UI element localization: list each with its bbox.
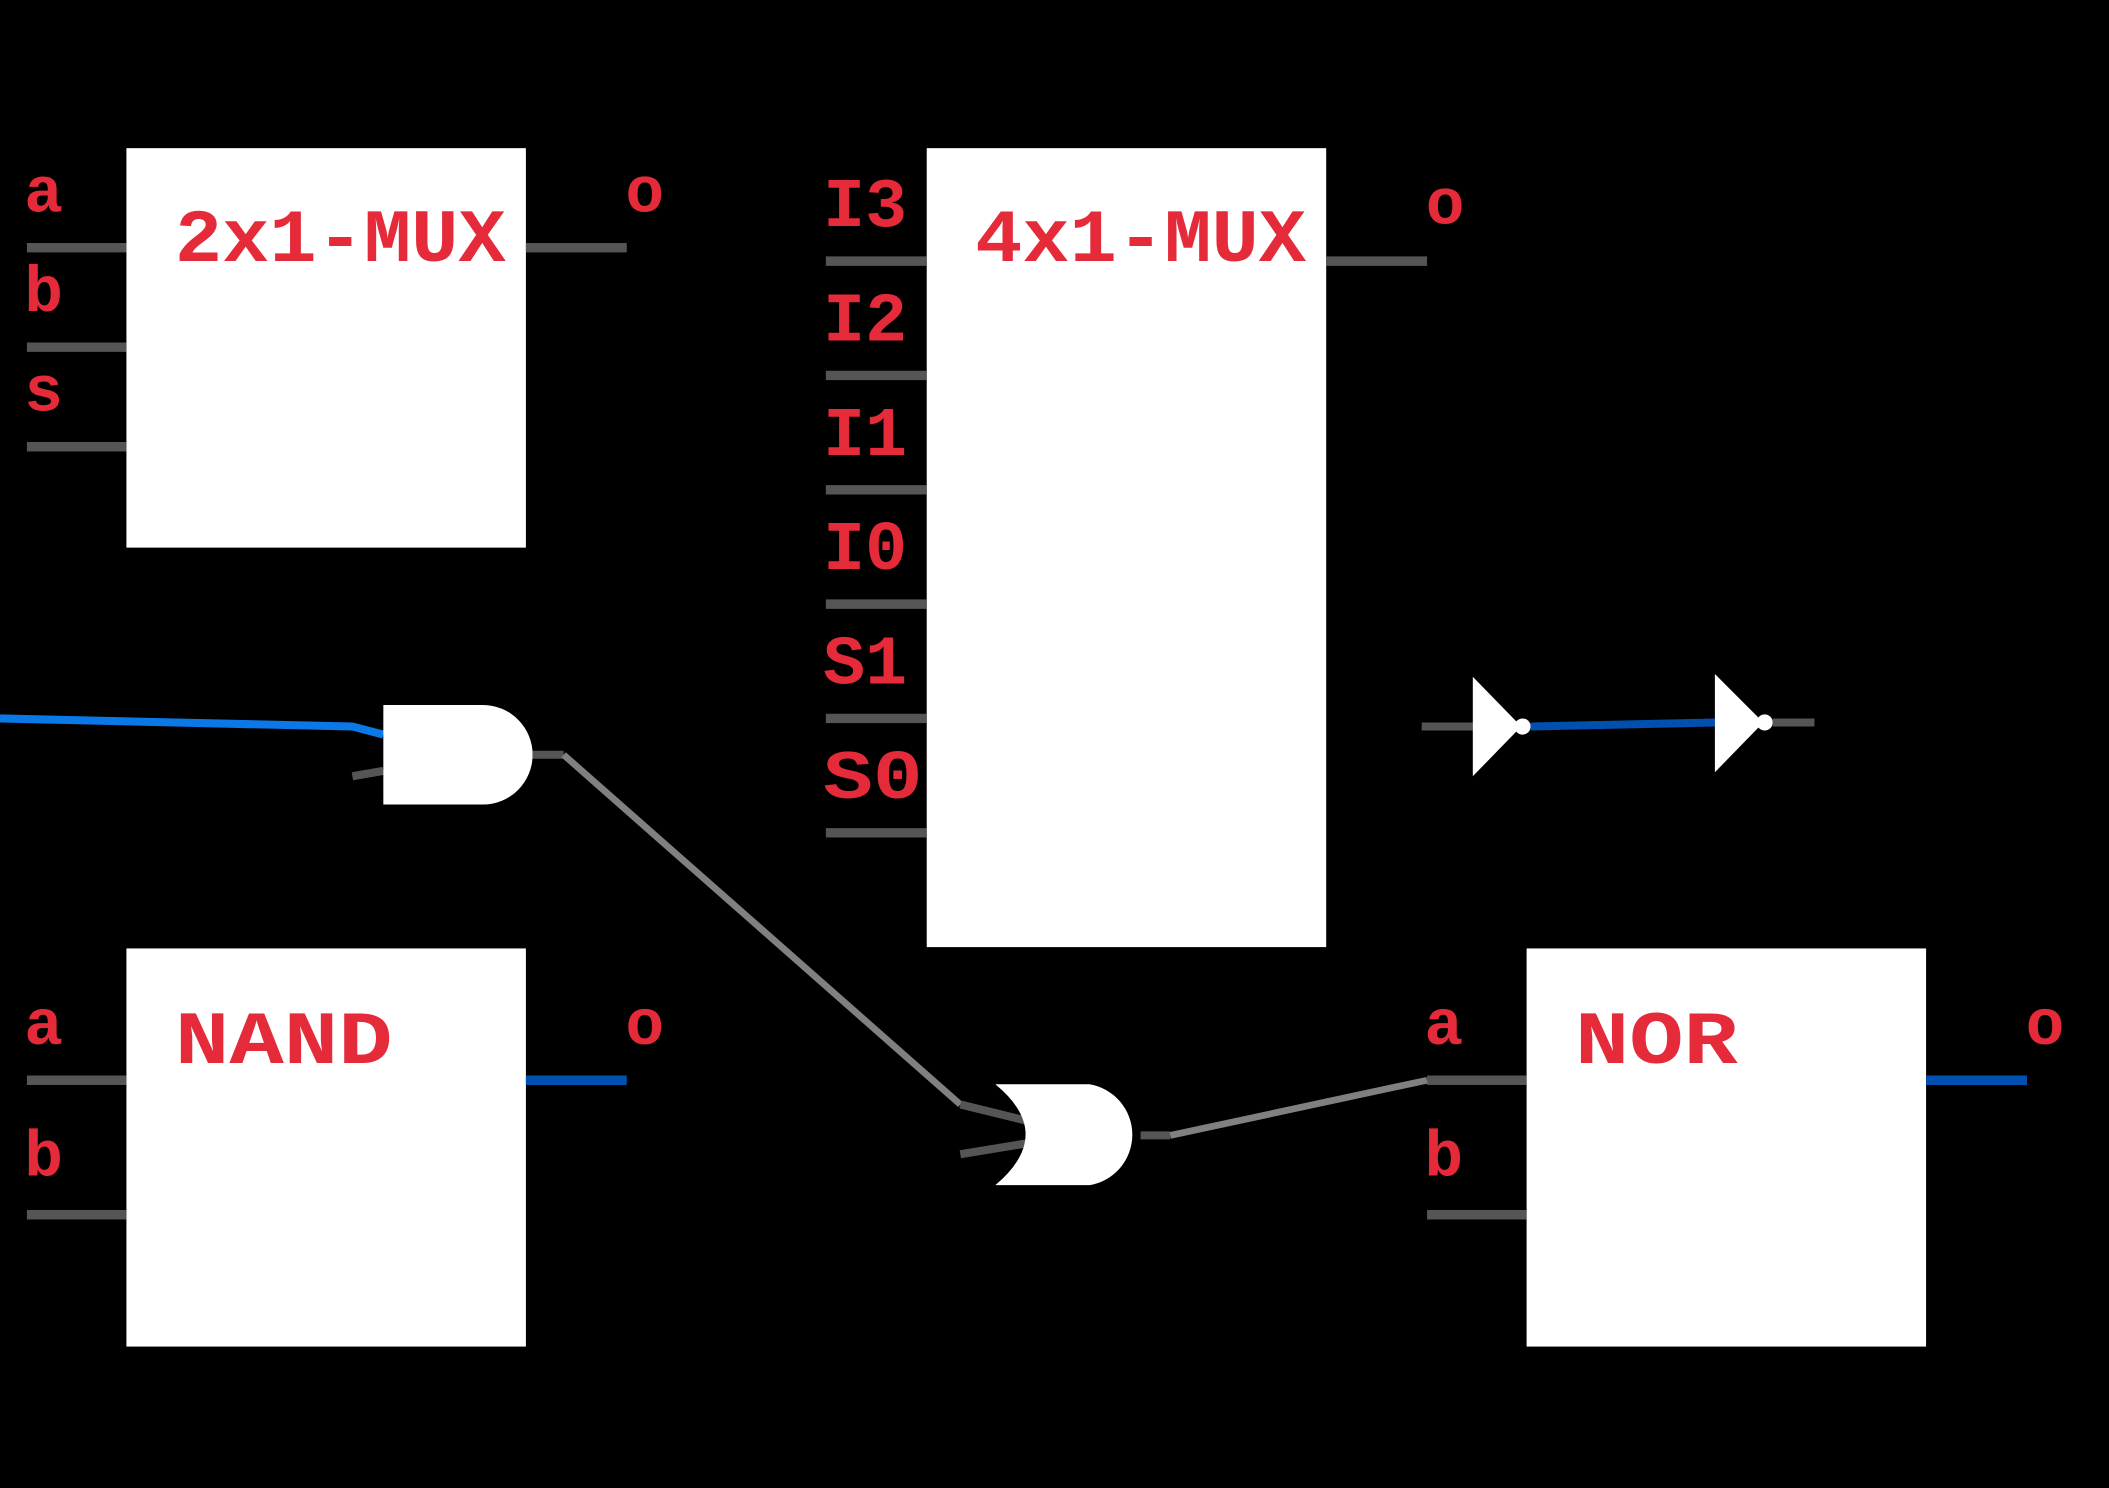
nand-label-o: o [625, 991, 664, 1064]
mux4-label-i2: I2 [823, 283, 907, 362]
wire-not1-to-not2[interactable] [1530, 718, 1715, 731]
mux4-title: 4x1-MUX [975, 198, 1307, 284]
mux4-label-i0: I0 [823, 512, 907, 591]
mux2-body[interactable] [126, 148, 526, 548]
nor-body[interactable] [1526, 948, 1927, 1347]
not-gate-1-body[interactable] [1472, 676, 1522, 777]
and-gate[interactable] [0, 704, 564, 805]
or-gate[interactable] [959, 1084, 1171, 1186]
nor-title: NOR [1575, 1000, 1739, 1086]
mux4-component[interactable]: 4x1-MUX I3 I2 I1 I0 S1 S0 o [823, 148, 1465, 948]
wire-and-input-b[interactable] [351, 766, 385, 781]
nor-label-a: a [1424, 991, 1463, 1064]
not-gate-2-body[interactable] [1714, 674, 1764, 773]
mux4-label-i1: I1 [823, 398, 907, 477]
mux2-label-a: a [24, 158, 63, 231]
mux4-label-s0: S0 [823, 741, 923, 820]
nor-label-b: b [1424, 1123, 1463, 1196]
nor-component[interactable]: NOR a b o [1424, 948, 2065, 1347]
mux4-label-i3: I3 [823, 169, 907, 248]
nand-label-a: a [24, 991, 63, 1064]
not-gate-2[interactable] [1714, 674, 1815, 773]
wire-and-to-or[interactable] [561, 752, 963, 1107]
mux2-label-o: o [625, 158, 664, 231]
mux4-label-s1: S1 [823, 626, 907, 705]
mux2-label-s: s [24, 357, 63, 430]
mux2-label-b: b [24, 258, 63, 331]
mux4-label-o: o [1426, 170, 1465, 243]
nand-body[interactable] [126, 948, 526, 1347]
or-gate-body[interactable] [995, 1084, 1133, 1186]
mux2-title: 2x1-MUX [175, 198, 507, 284]
nand-label-b: b [24, 1123, 63, 1196]
nand-title: NAND [175, 1000, 393, 1086]
mux2-component[interactable]: 2x1-MUX a b s o [24, 148, 664, 548]
not-gate-2-bubble [1756, 714, 1773, 731]
wire-or-to-nor[interactable] [1169, 1076, 1428, 1139]
and-gate-body[interactable] [383, 704, 533, 805]
wire-and-input-a[interactable] [0, 714, 385, 739]
mux4-body[interactable] [926, 148, 1327, 948]
nand-component[interactable]: NAND a b o [24, 948, 664, 1347]
nor-label-o: o [2026, 991, 2065, 1064]
not-gate-1[interactable] [1421, 676, 1531, 777]
not-gate-1-bubble [1514, 718, 1531, 735]
